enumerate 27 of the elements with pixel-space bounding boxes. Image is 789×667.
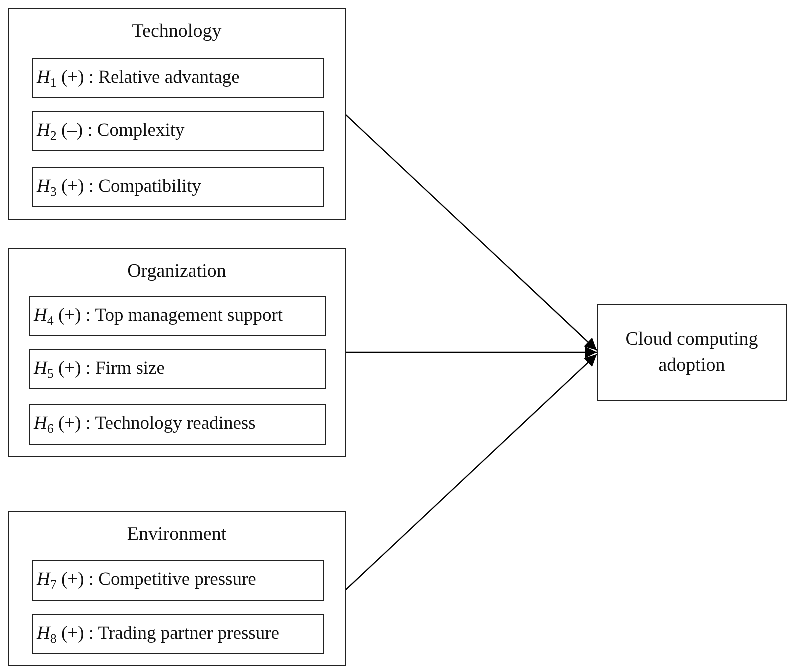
arrow [346,114,598,351]
hypothesis-label: H$_{6}$ (+) : Technology readiness [34,414,256,435]
hypothesis-label: H$_{1}$ (+) : Relative advantage [37,68,240,88]
hypothesis-label: H$_{3}$ (+) : Compatibility [37,176,202,198]
group-box [8,8,346,220]
hypothesis-box [32,614,324,654]
hypothesis-box [32,111,324,151]
hypothesis-label: H$_{5}$ (+) : Firm size [34,358,165,380]
outcome-label: Cloud computing adoption [624,328,760,378]
hypothesis-box [29,296,326,336]
arrow [346,346,597,358]
group-title: Organization [126,261,228,283]
hypothesis-box [32,560,324,601]
hypothesis-label: H$_{8}$ (+) : Trading partner pressure [37,624,280,644]
outcome-box [597,304,787,401]
hypothesis-label: H$_{4}$ (+) : Top management support [34,306,284,326]
group-box [8,248,346,457]
hypothesis-box [32,167,324,207]
hypothesis-label: H$_{2}$ (–) : Complexity [37,120,185,142]
hypothesis-box [29,349,326,389]
group-title: Environment [126,524,228,546]
hypothesis-box [29,404,326,445]
group-title: Technology [131,21,223,43]
hypothesis-box [32,58,324,98]
group-box [8,511,346,666]
arrow [346,354,598,590]
hypothesis-label: H$_{7}$ (+) : Competitive pressure [37,570,256,591]
